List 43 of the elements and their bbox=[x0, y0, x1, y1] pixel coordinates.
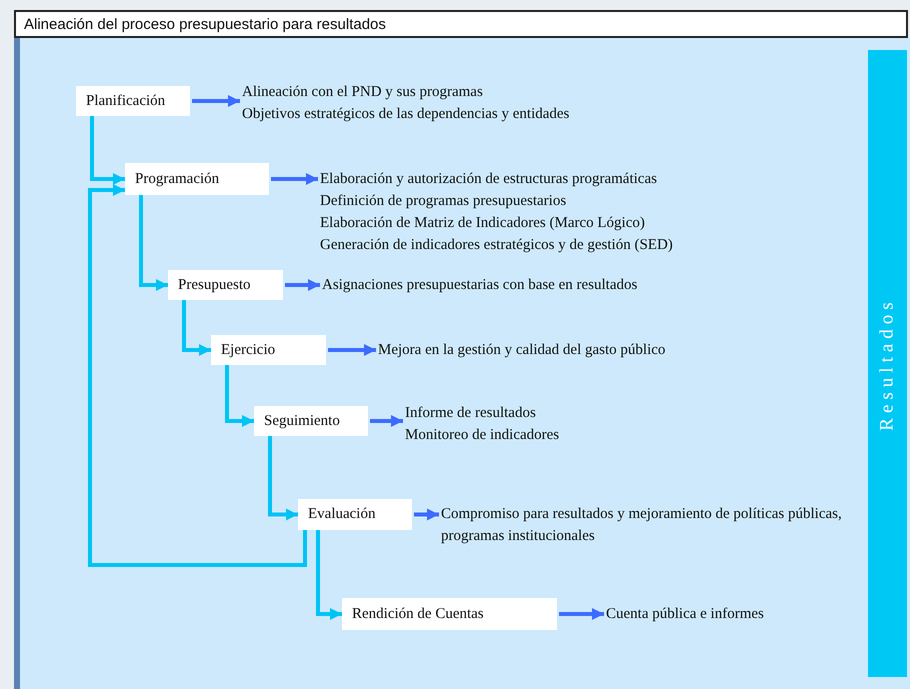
process-box bbox=[76, 86, 190, 116]
step-label: Seguimiento bbox=[264, 412, 340, 430]
description-text: Compromiso para resultados y mejoramiento de políticas públicas, programas institucionales bbox=[441, 505, 843, 546]
step-label: Rendición de Cuentas bbox=[352, 606, 484, 622]
arrow bbox=[192, 95, 240, 107]
description-text: Mejora en la gestión y calidad del gasto público bbox=[378, 341, 666, 360]
process-box bbox=[211, 335, 326, 365]
arrow bbox=[182, 300, 211, 356]
title-text: Alineación del proceso presupuestario para resultados bbox=[24, 16, 386, 32]
description-text: Alineación con el PND y sus programas bbox=[242, 83, 484, 102]
description-text: Generación de indicadores estratégicos y de gestión (SED) bbox=[320, 236, 674, 255]
arrow bbox=[268, 436, 298, 520]
bar-label: Resultados bbox=[876, 296, 898, 430]
step-label: Presupuesto bbox=[178, 276, 250, 294]
description-text: Elaboración de Matriz de Indicadores (Marco Lógico) bbox=[320, 214, 646, 233]
process-box bbox=[168, 270, 283, 300]
arrow bbox=[139, 195, 168, 291]
description-text: Definición de programas presupuestarios bbox=[320, 192, 568, 211]
description-text: Asignaciones presupuestarias con base en resultados bbox=[322, 276, 638, 295]
arrow bbox=[328, 344, 376, 356]
arrow bbox=[271, 173, 318, 185]
process-box bbox=[254, 406, 368, 436]
step-label: Programación bbox=[135, 170, 220, 188]
process-box bbox=[125, 163, 269, 195]
arrow bbox=[225, 365, 254, 427]
arrow bbox=[88, 184, 307, 567]
description-text: Informe de resultados bbox=[405, 404, 537, 423]
arrow bbox=[370, 415, 403, 427]
arrow bbox=[316, 530, 342, 620]
description-text: Elaboración y autorización de estructuras programáticas bbox=[320, 170, 658, 189]
results-bar bbox=[868, 50, 907, 677]
process-box bbox=[342, 598, 557, 630]
process-box bbox=[298, 499, 412, 530]
description-text: Monitoreo de indicadores bbox=[405, 426, 560, 445]
arrow bbox=[559, 608, 604, 620]
arrow bbox=[90, 116, 125, 185]
description-text: Objetivos estratégicos de las dependencias y entidades bbox=[242, 105, 570, 124]
step-label: Evaluación bbox=[308, 506, 376, 523]
arrow bbox=[414, 508, 439, 520]
arrow bbox=[285, 279, 320, 291]
step-label: Ejercicio bbox=[221, 342, 276, 358]
description-text: Cuenta pública e informes bbox=[606, 605, 765, 624]
step-label: Planificación bbox=[86, 92, 166, 110]
